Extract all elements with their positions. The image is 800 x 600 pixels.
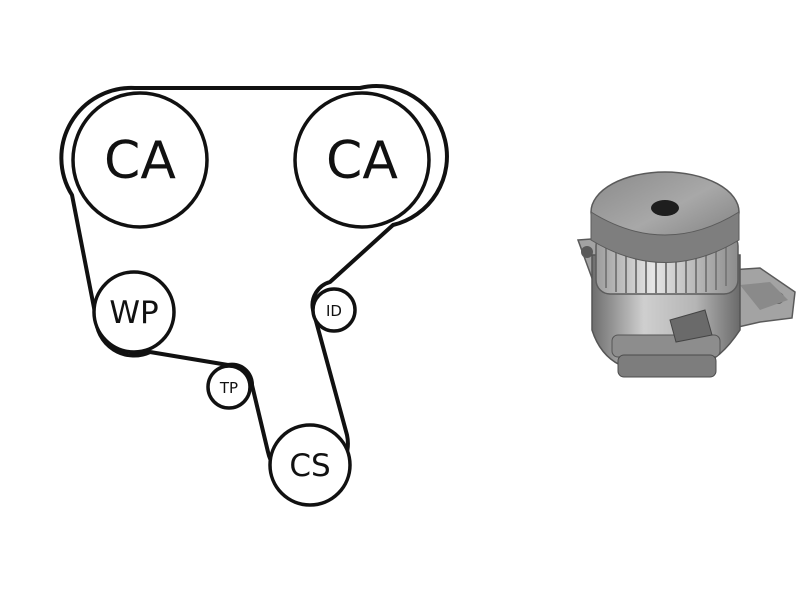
flange-ear-shadow xyxy=(740,282,788,310)
pulley-water-pump-ring xyxy=(92,270,176,354)
pulley-cam-left: CA xyxy=(71,91,209,229)
pulley-cam-right-label: CA xyxy=(326,131,398,191)
pulley-idler-label: ID xyxy=(326,302,342,320)
water-pump-shaft-hole xyxy=(651,200,679,216)
pulley-crankshaft-label: CS xyxy=(289,448,330,484)
water-pump-hub-ring-lower xyxy=(617,354,717,378)
pulley-idler: ID xyxy=(311,287,357,333)
pulley-water-pump-label: WP xyxy=(109,295,158,331)
pulley-cam-right-ring xyxy=(293,91,431,229)
water-pump-top-disk-rim xyxy=(590,211,740,263)
pulley-cam-left-ring xyxy=(71,91,209,229)
pulley-crankshaft: CS xyxy=(268,423,352,507)
flange-bolt-hole-left xyxy=(581,246,593,258)
pulley-crankshaft-ring xyxy=(268,423,352,507)
pulley-idler-ring xyxy=(311,287,357,333)
pulley-tensioner-label: TP xyxy=(219,379,238,397)
pulley-tensioner-ring xyxy=(206,364,252,410)
pulley-cam-right: CA xyxy=(293,91,431,229)
pulley-tensioner: TP xyxy=(206,364,252,410)
water-pump-image xyxy=(576,171,796,378)
pulley-cam-left-label: CA xyxy=(104,131,176,191)
water-pump-hub-ring-upper xyxy=(611,334,721,358)
water-pump-bracket-slot xyxy=(669,309,713,343)
pulley-water-pump: WP xyxy=(92,270,176,354)
